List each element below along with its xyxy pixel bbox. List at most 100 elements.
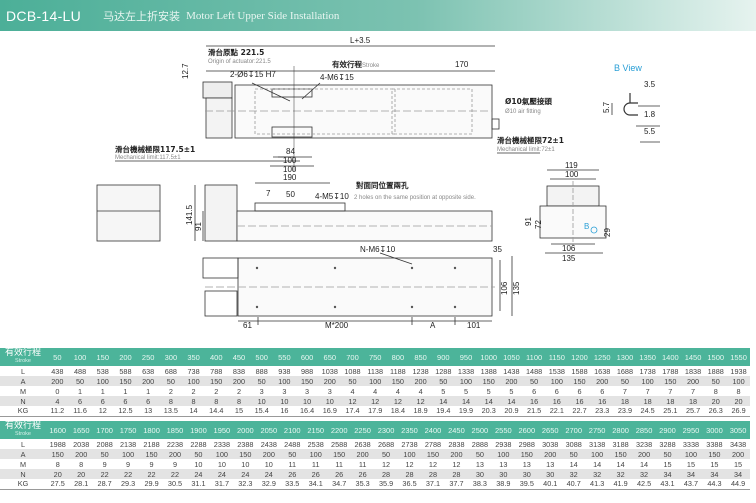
cell-value: 150 [327, 449, 351, 459]
cell-value: 5 [509, 386, 514, 396]
cell-value: 26.9 [731, 406, 746, 416]
cell-value: 2138 [119, 439, 137, 449]
cell-value: 16.4 [299, 406, 315, 416]
cell-value: 3088 [565, 439, 582, 449]
cell-value: 2 [168, 386, 173, 396]
cell-value: 14 [500, 396, 523, 406]
stroke-value: 2700 [561, 421, 586, 439]
cell-value: 50 [561, 449, 586, 459]
stroke-value: 2250 [350, 421, 375, 439]
cell-value: 50 [704, 376, 728, 386]
cell-value: 11 [358, 459, 367, 469]
cell-value: 200 [538, 449, 562, 459]
stroke-value: 100 [68, 348, 92, 366]
dim-119: 119 [565, 161, 578, 170]
cell-value: 3188 [612, 439, 629, 449]
stroke-value: 1400 [658, 348, 682, 366]
dim-1-8: 1.8 [644, 110, 656, 119]
cell-value: 988 [300, 366, 314, 376]
stroke-value: 1950 [210, 421, 234, 439]
cell-value: 20 [704, 396, 728, 406]
cell-value: 1338 [457, 366, 475, 376]
cell-value: 10 [217, 459, 226, 469]
top-view [115, 45, 540, 184]
holes-cn: 對面同位置兩孔 [356, 180, 409, 190]
cell-value: 30 [515, 469, 539, 479]
cell-value: 17.9 [368, 406, 383, 416]
row-label: KG [17, 479, 29, 489]
cell-value: 7 [645, 386, 650, 396]
cell-value: 100 [636, 376, 659, 386]
cell-value: 15 [234, 406, 244, 416]
cell-value: 13 [522, 459, 531, 469]
cell-value: 12 [341, 396, 364, 406]
cell-value: 5 [441, 386, 446, 396]
cell-value: 8 [736, 386, 741, 396]
cell-value: 100 [363, 376, 387, 386]
stroke-value: 1000 [477, 348, 501, 366]
cell-value: 1 [146, 386, 151, 396]
cell-value: 35.9 [378, 479, 394, 489]
dim-5-7: 5.7 [602, 101, 611, 113]
row-label: A [0, 376, 46, 386]
cell-value: 31.1 [191, 479, 206, 489]
cell-value: 26 [327, 469, 351, 479]
cell-value: 20 [727, 396, 750, 406]
cell-value: 1 [78, 386, 83, 396]
model-name: DCB-14-LU [6, 7, 82, 24]
cell-value: 200 [227, 376, 251, 386]
cell-value: 7 [691, 386, 696, 396]
cell-value: 100 [454, 376, 478, 386]
dim-end-106: 106 [562, 244, 576, 253]
stroke-value: 450 [227, 348, 251, 366]
cell-value: 16 [280, 406, 289, 416]
cell-value: 200 [632, 449, 656, 459]
cell-value: 38.9 [496, 479, 511, 489]
stroke-value: 2550 [491, 421, 516, 439]
cell-value: 50 [159, 376, 183, 386]
cell-value: 2038 [73, 439, 90, 449]
cell-value: 17.4 [345, 406, 360, 416]
cell-value: 6 [91, 396, 115, 406]
dim-end-91: 91 [524, 217, 533, 226]
dim-190: 190 [283, 173, 297, 182]
limit117-cn: 滑台機械極限117.5±1 [115, 144, 195, 154]
cell-value: 2938 [495, 439, 512, 449]
b-marker: B [584, 222, 589, 231]
cell-value: 30 [468, 469, 492, 479]
cell-value: 150 [658, 376, 682, 386]
cell-value: 2638 [354, 439, 371, 449]
cell-value: 100 [679, 449, 703, 459]
cell-value: 26.3 [708, 406, 723, 416]
cell-value: 34 [679, 469, 703, 479]
cell-value: 14 [639, 459, 649, 469]
cell-value: 10 [250, 396, 274, 406]
row-label: M [19, 386, 27, 396]
stroke-value: 2300 [374, 421, 398, 439]
cell-value: 50 [186, 449, 211, 459]
cell-value: 200 [409, 376, 432, 386]
cell-value: 2088 [96, 439, 113, 449]
cell-value: 100 [397, 449, 422, 459]
row-label: L [20, 366, 26, 376]
stroke-value: 2150 [303, 421, 328, 439]
cell-value: 50 [431, 376, 455, 386]
stroke-value: 150 [91, 348, 115, 366]
stroke-value: 2950 [679, 421, 703, 439]
stroke-value: 1350 [636, 348, 659, 366]
stroke-value: 600 [295, 348, 319, 366]
cell-value: 15 [734, 459, 743, 469]
stroke-value: 2350 [397, 421, 422, 439]
cell-value: 12 [409, 396, 432, 406]
cell-value: 2 [236, 386, 241, 396]
cell-value: 32 [585, 469, 609, 479]
dim-135: 135 [512, 281, 521, 295]
cell-value: 1838 [684, 366, 702, 376]
